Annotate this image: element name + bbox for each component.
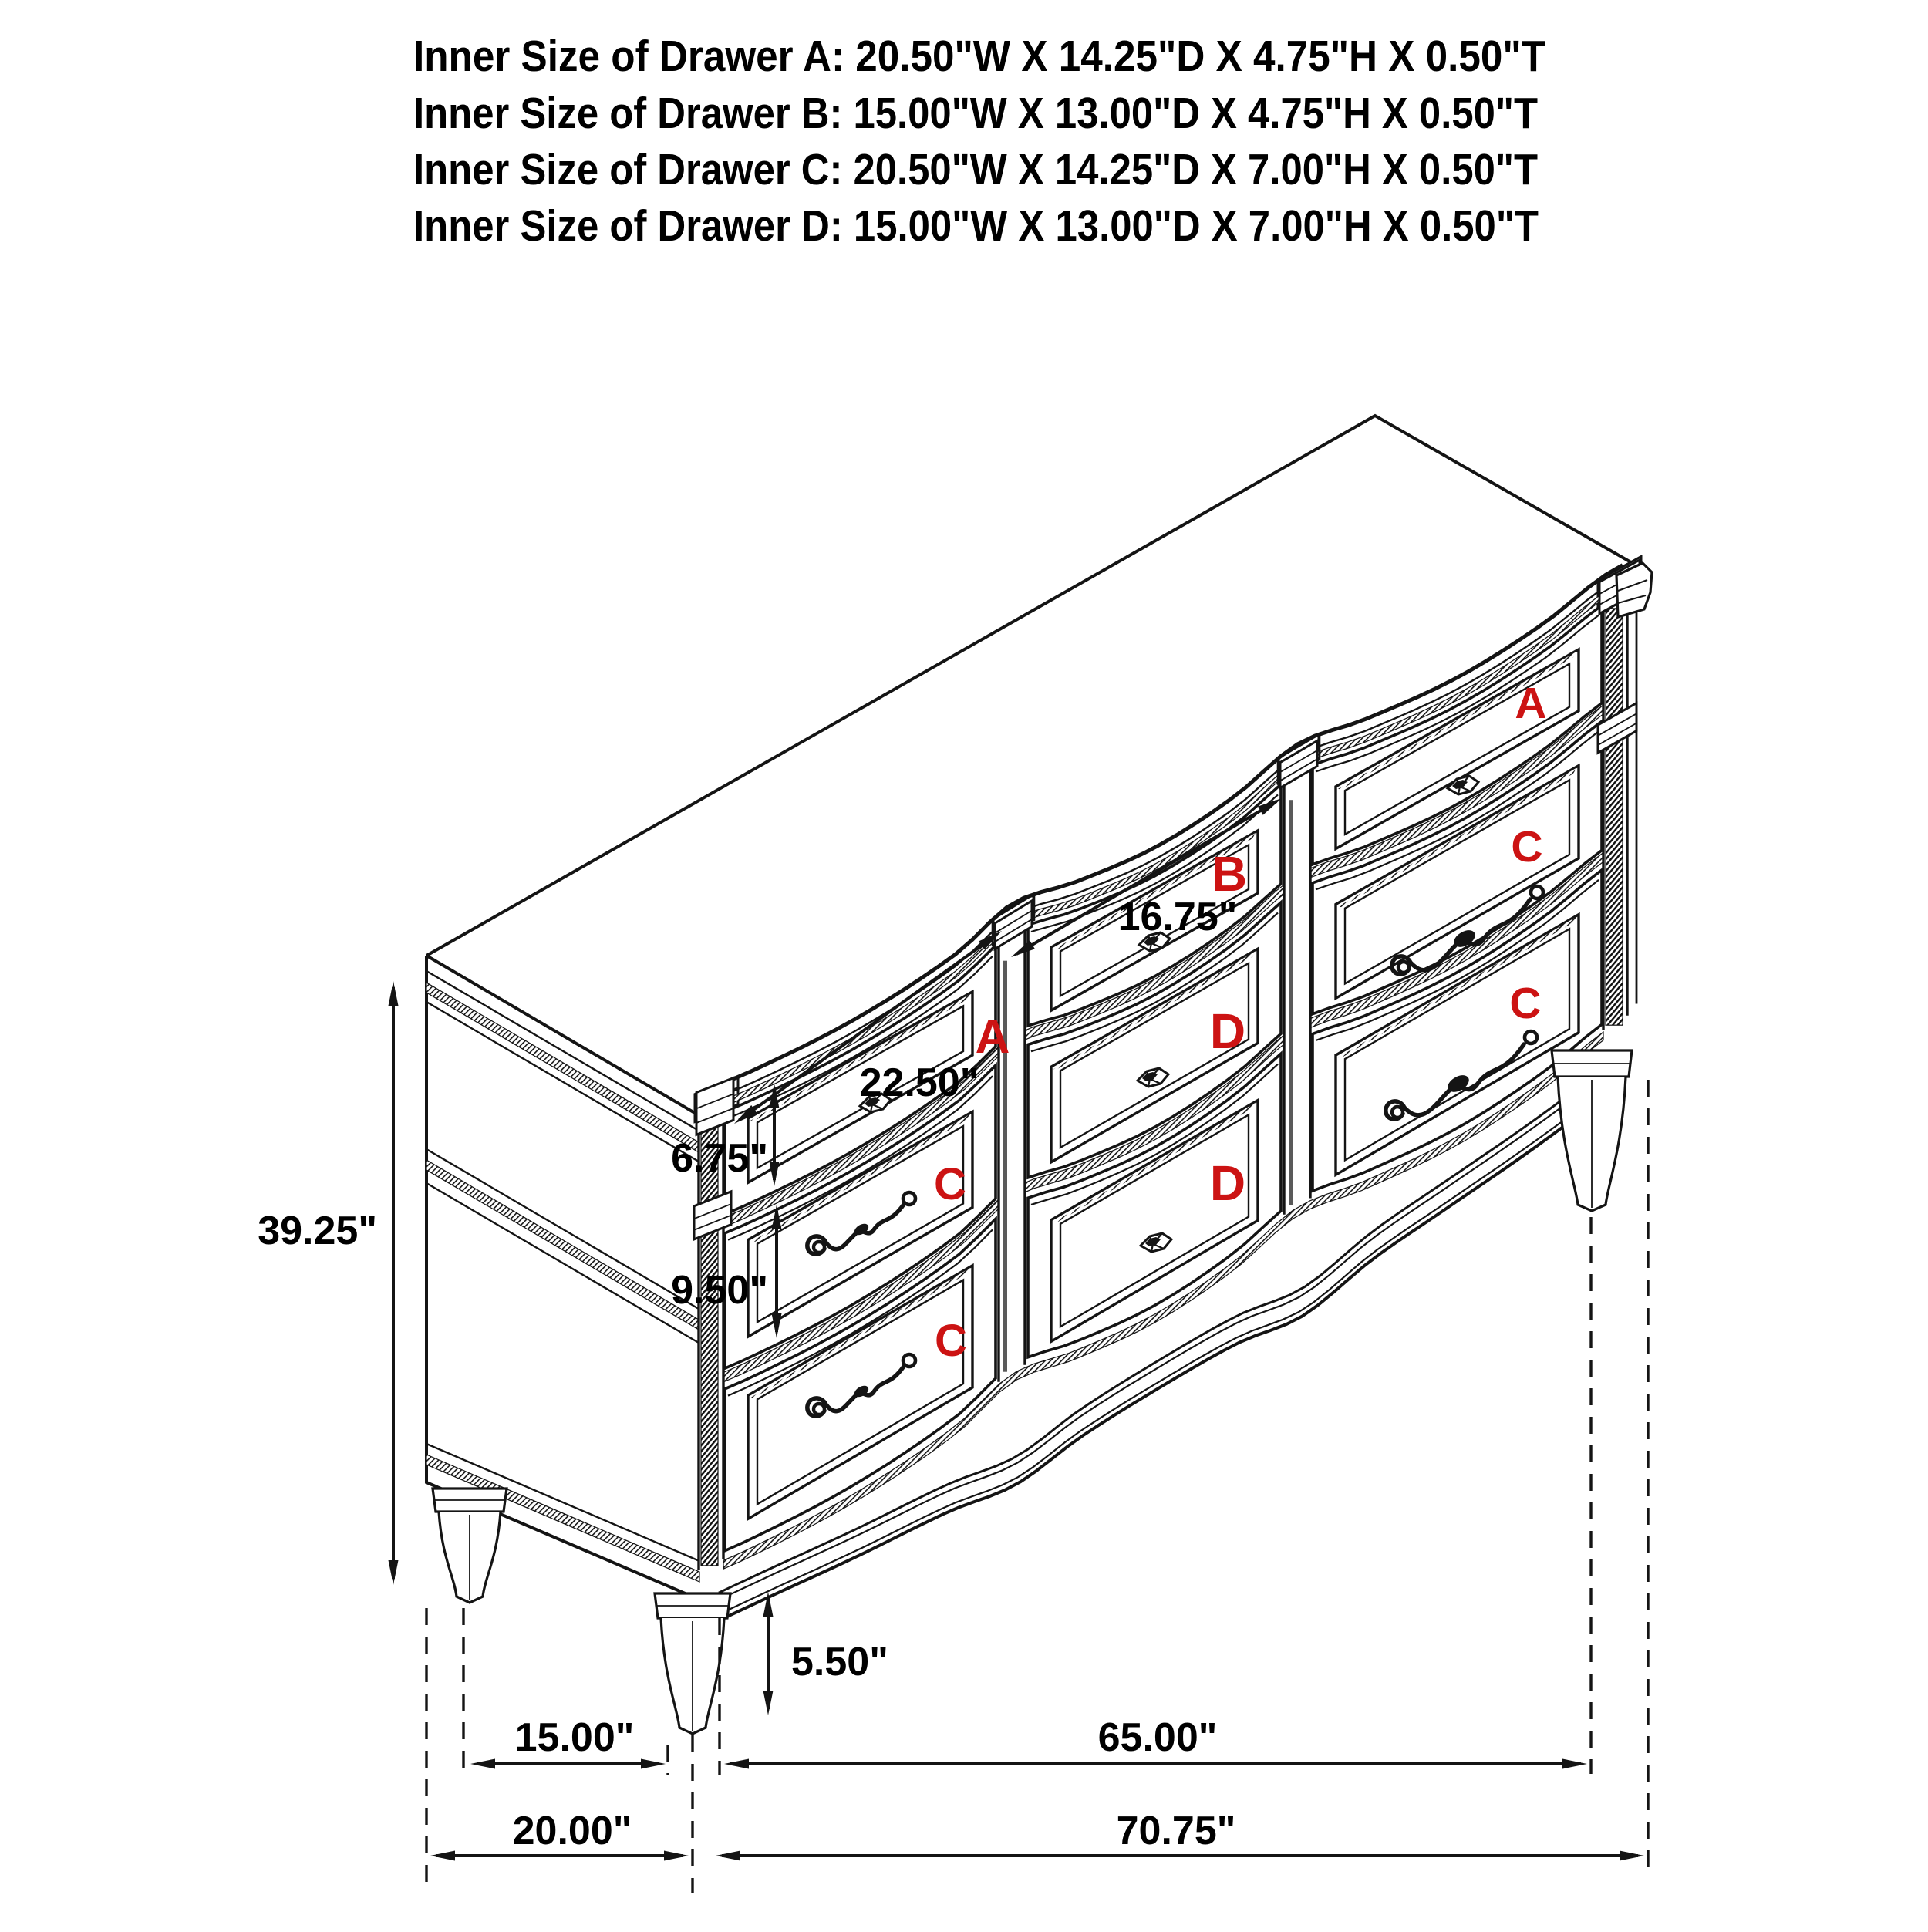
svg-text:A: A	[1515, 679, 1546, 728]
svg-text:Inner Size of Drawer A: 20.50": Inner Size of Drawer A: 20.50"W X 14.25"…	[413, 32, 1545, 81]
svg-text:5.50": 5.50"	[791, 1640, 888, 1684]
svg-text:C: C	[935, 1316, 967, 1366]
svg-text:C: C	[1509, 979, 1541, 1028]
svg-text:A: A	[976, 1010, 1010, 1064]
svg-text:15.00": 15.00"	[515, 1715, 635, 1760]
svg-text:22.50": 22.50"	[860, 1060, 979, 1105]
svg-text:16.75": 16.75"	[1118, 895, 1238, 939]
svg-text:D: D	[1210, 1003, 1245, 1059]
svg-text:9.50": 9.50"	[671, 1268, 768, 1313]
svg-text:B: B	[1212, 846, 1247, 902]
svg-text:Inner Size of Drawer C: 20.50": Inner Size of Drawer C: 20.50"W X 14.25"…	[413, 145, 1538, 194]
svg-text:C: C	[1511, 822, 1542, 872]
svg-text:39.25": 39.25"	[258, 1209, 377, 1253]
svg-text:D: D	[1210, 1155, 1245, 1211]
svg-text:65.00": 65.00"	[1098, 1715, 1218, 1760]
svg-text:70.75": 70.75"	[1117, 1809, 1236, 1853]
svg-text:Inner Size of Drawer D: 15.00": Inner Size of Drawer D: 15.00"W X 13.00"…	[413, 201, 1539, 251]
svg-text:20.00": 20.00"	[513, 1809, 632, 1853]
svg-text:Inner Size of Drawer B: 15.00": Inner Size of Drawer B: 15.00"W X 13.00"…	[413, 89, 1538, 138]
svg-text:C: C	[934, 1159, 966, 1209]
svg-text:6.75": 6.75"	[671, 1136, 768, 1181]
